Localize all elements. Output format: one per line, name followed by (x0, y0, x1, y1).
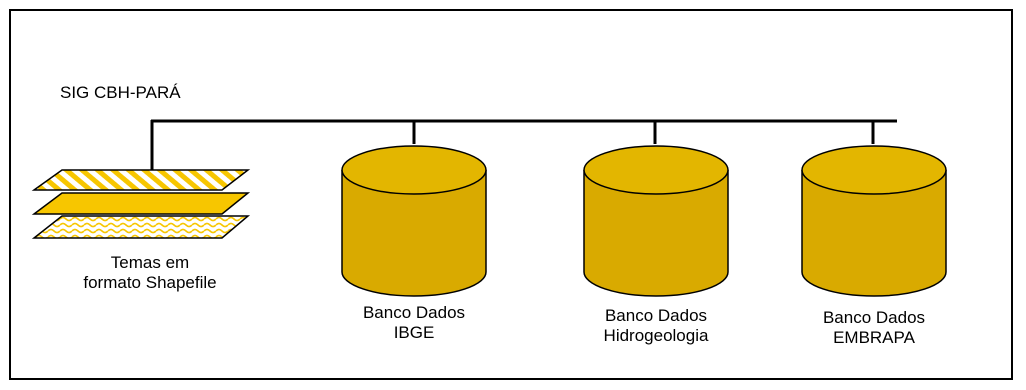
database-label-line1: Banco Dados (604, 306, 708, 325)
database-hidrogeologia-icon (583, 145, 729, 297)
database-embrapa-label: Banco Dados EMBRAPA (774, 308, 974, 348)
diagram-title: SIG CBH-PARÁ (60, 83, 181, 102)
database-label-line2: Hidrogeologia (603, 326, 709, 345)
shapefile-label-line2: formato Shapefile (83, 273, 217, 292)
database-label-line1: Banco Dados (822, 308, 926, 327)
shapefile-label: Temas em formato Shapefile (40, 253, 260, 293)
layer-middle (31, 192, 251, 215)
connection-lines (150, 119, 897, 170)
diagram-frame (9, 9, 1013, 380)
database-label-line2: EMBRAPA (833, 328, 915, 347)
database-ibge-label: Banco Dados IBGE (314, 303, 514, 343)
shapefile-layers-icon (31, 169, 251, 239)
database-ibge-icon (341, 145, 487, 297)
layer-bottom (31, 215, 251, 239)
database-label-line1: Banco Dados (362, 303, 466, 322)
layer-top (31, 169, 251, 191)
shapefile-label-line1: Temas em (110, 253, 190, 272)
database-hidrogeologia-label: Banco Dados Hidrogeologia (556, 306, 756, 346)
database-label-line2: IBGE (393, 323, 435, 342)
database-embrapa-icon (801, 145, 947, 297)
